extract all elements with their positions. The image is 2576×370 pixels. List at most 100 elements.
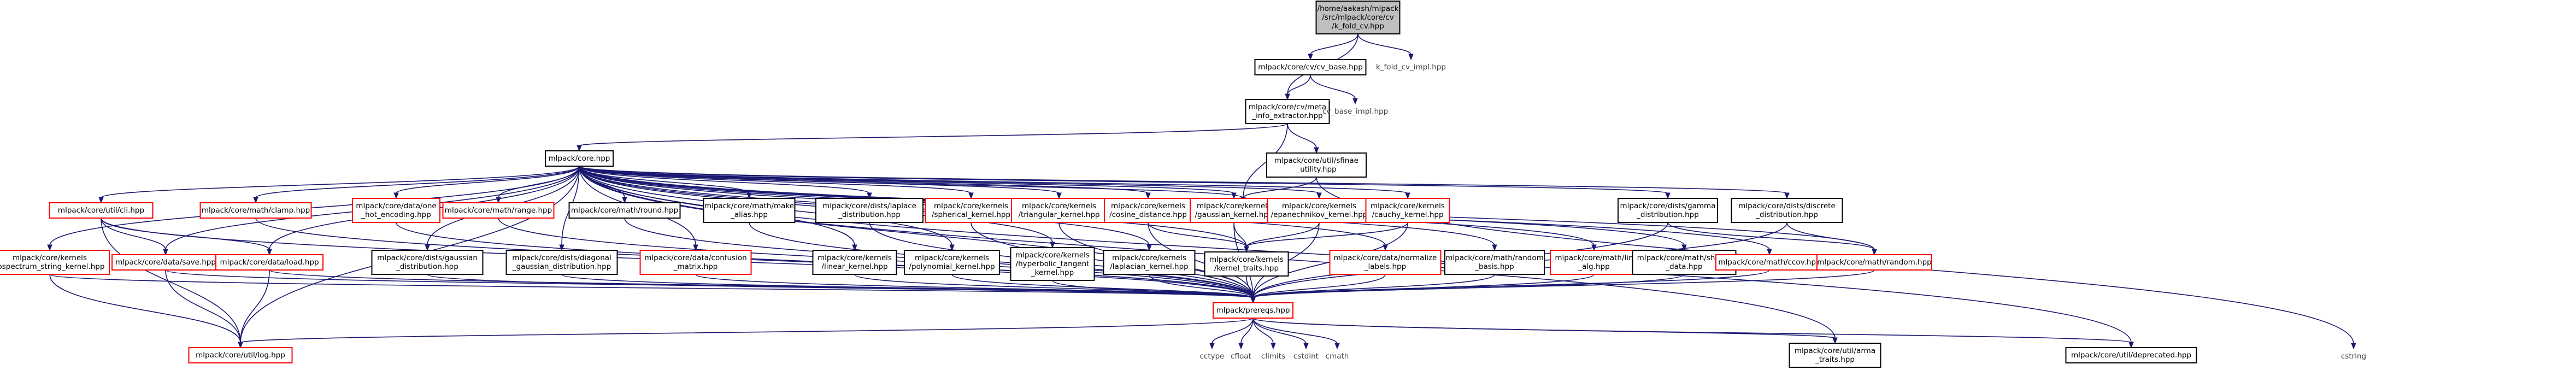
node-label-line: mlpack/core/dists/gaussian — [377, 254, 478, 262]
node-log[interactable]: mlpack/core/util/log.hpp — [188, 347, 293, 363]
node-random[interactable]: mlpack/core/math/random.hpp — [1816, 254, 1932, 271]
edge-cv_base-to-cv_base_impl — [1310, 74, 1358, 105]
arrowhead-icon — [47, 244, 52, 251]
node-label-line: /epanechnikov_kernel.hpp — [1271, 210, 1368, 219]
node-label-line: /home/aakash/mlpack — [1318, 4, 1399, 13]
node-cosine[interactable]: mlpack/core/kernels/cosine_distance.hpp — [1104, 198, 1192, 223]
edge-line — [1786, 222, 1875, 250]
node-cctype: cctype — [1199, 352, 1224, 361]
node-label-line: mlpack/core/kernels — [13, 254, 87, 262]
node-epan[interactable]: mlpack/core/kernels/epanechnikov_kernel.… — [1267, 198, 1372, 223]
node-climits: climits — [1261, 352, 1285, 361]
node-normalize[interactable]: mlpack/core/data/normalize_labels.hpp — [1329, 250, 1442, 275]
node-label-line: cmath — [1326, 352, 1349, 361]
node-label-line: _basis.hpp — [1474, 262, 1514, 271]
node-label-line: mlpack/core/data/confusion — [644, 254, 746, 262]
edge-line — [255, 166, 580, 198]
edge-cauchy-to-kernel_traits — [1244, 222, 1408, 253]
node-box — [199, 202, 312, 219]
node-root[interactable]: /home/aakash/mlpack/src/mlpack/core/cv/k… — [1315, 1, 1401, 34]
node-triangular[interactable]: mlpack/core/kernels/triangular_kernel.hp… — [1011, 198, 1107, 223]
edge-layer — [47, 33, 2356, 350]
node-cv-base[interactable]: mlpack/core/cv/cv_base.hpp — [1254, 59, 1367, 75]
node-label-line: _distribution.hpp — [1636, 210, 1699, 219]
arrowhead-icon — [425, 244, 430, 251]
node-label-line: mlpack/core/kernels — [818, 254, 892, 262]
node-gamma[interactable]: mlpack/core/dists/gamma_distribution.hpp — [1618, 198, 1718, 223]
node-pspectrum[interactable]: mlpack/core/kernels/pspectrum_string_ker… — [0, 250, 110, 275]
node-label-line: mlpack/core/data/one — [356, 202, 436, 210]
node-save[interactable]: mlpack/core/data/save.hpp — [111, 254, 220, 271]
node-label-line: cv_base_impl.hpp — [1322, 107, 1388, 116]
arrowhead-icon — [852, 244, 857, 251]
node-make-alias[interactable]: mlpack/core/math/make_alias.hpp — [703, 198, 796, 223]
node-cauchy[interactable]: mlpack/core/kernels/cauchy_kernel.hpp — [1365, 198, 1450, 223]
edge-line — [1287, 74, 1311, 95]
node-label-line: _alias.hpp — [730, 210, 768, 219]
node-cli[interactable]: mlpack/core/util/cli.hpp — [49, 202, 154, 219]
node-label-line: /gaussian_kernel.hpp — [1195, 210, 1273, 219]
node-meta-info[interactable]: mlpack/core/cv/meta_info_extractor.hpp — [1245, 99, 1330, 124]
arrowhead-icon — [968, 192, 974, 199]
node-label-line: mlpack/core/math/round.hpp — [571, 206, 678, 215]
node-clamp[interactable]: mlpack/core/math/clamp.hpp — [199, 202, 312, 219]
node-label-line: mlpack/core/dists/laplace — [822, 202, 916, 210]
arrowhead-icon — [1250, 297, 1256, 304]
node-laplace-dist[interactable]: mlpack/core/dists/laplace_distribution.h… — [815, 198, 924, 223]
node-discrete[interactable]: mlpack/core/dists/discrete_distribution.… — [1731, 198, 1843, 223]
node-spherical[interactable]: mlpack/core/kernels/spherical_kernel.hpp — [925, 198, 1018, 223]
node-label-line: mlpack/core/math/random — [1445, 254, 1544, 262]
edge-random-to-prereqs — [1250, 269, 1875, 304]
node-box — [1731, 198, 1843, 223]
node-ccov[interactable]: mlpack/core/math/ccov.hpp — [1715, 254, 1824, 271]
edge-prereqs-to-climits — [1252, 318, 1276, 350]
node-random-basis[interactable]: mlpack/core/math/random_basis.hpp — [1444, 250, 1545, 275]
node-box — [215, 254, 324, 271]
arrowhead-icon — [393, 192, 399, 199]
node-poly-k[interactable]: mlpack/core/kernels/polynomial_kernel.hp… — [904, 250, 1000, 275]
arrowhead-icon — [238, 342, 243, 349]
node-label-line: mlpack/core/dists/diagonal — [512, 254, 611, 262]
edge-line — [49, 274, 241, 343]
node-label-line: _alg.hpp — [1578, 262, 1609, 271]
arrowhead-icon — [98, 197, 104, 204]
edge-line — [101, 166, 580, 198]
node-kernel-traits[interactable]: mlpack/core/kernels/kernel_traits.hpp — [1204, 251, 1289, 277]
edge-line — [1148, 222, 1247, 248]
node-lapl-k[interactable]: mlpack/core/kernels/laplacian_kernel.hpp — [1103, 250, 1196, 275]
node-lin-alg[interactable]: mlpack/core/math/lin_alg.hpp — [1550, 250, 1638, 275]
arrowhead-icon — [1145, 192, 1151, 199]
node-sfinae[interactable]: mlpack/core/util/sfinae_utility.hpp — [1266, 152, 1367, 178]
edge-line — [579, 166, 1244, 198]
node-round[interactable]: mlpack/core/math/round.hpp — [568, 202, 681, 219]
node-confusion[interactable]: mlpack/core/data/confusion_matrix.hpp — [639, 250, 752, 275]
node-prereqs[interactable]: mlpack/prereqs.hpp — [1213, 302, 1293, 319]
node-arma-traits[interactable]: mlpack/core/util/arma_traits.hpp — [1789, 343, 1881, 368]
node-load[interactable]: mlpack/core/data/load.hpp — [215, 254, 324, 271]
edge-cli-to-log — [101, 218, 243, 349]
edge-line — [1252, 274, 1495, 298]
node-gaussian-k[interactable]: mlpack/core/kernels/gaussian_kernel.hpp — [1190, 198, 1278, 223]
edge-meta_info-to-sfinae — [1287, 123, 1319, 154]
node-box — [1550, 250, 1638, 275]
node-diag-gauss[interactable]: mlpack/core/dists/diagonal_gaussian_dist… — [505, 250, 618, 275]
edge-load-to-log — [238, 269, 270, 349]
edge-cv_base-to-meta_info — [1285, 74, 1311, 101]
node-label-line: /pspectrum_string_kernel.hpp — [0, 262, 104, 271]
arrowhead-icon — [163, 249, 168, 256]
arrowhead-icon — [267, 249, 272, 256]
node-range[interactable]: mlpack/core/math/range.hpp — [442, 202, 555, 219]
edge-line — [1310, 74, 1356, 99]
node-linear-k[interactable]: mlpack/core/kernels/linear_kernel.hpp — [812, 250, 897, 275]
node-gauss-dist[interactable]: mlpack/core/dists/gaussian_distribution.… — [371, 250, 484, 275]
node-deprecated[interactable]: mlpack/core/util/deprecated.hpp — [2065, 347, 2197, 363]
node-core[interactable]: mlpack/core.hpp — [545, 150, 614, 167]
node-label-line: mlpack/core/math/clamp.hpp — [202, 206, 310, 215]
node-onehot[interactable]: mlpack/core/data/one_hot_encoding.hpp — [352, 198, 440, 223]
node-hyper-k[interactable]: mlpack/core/kernels/hyperbolic_tangent_k… — [1010, 247, 1095, 281]
arrowhead-icon — [2351, 343, 2356, 350]
node-label-line: _traits.hpp — [1815, 355, 1855, 364]
arrowhead-icon — [1767, 249, 1772, 256]
edge-line — [165, 269, 241, 343]
